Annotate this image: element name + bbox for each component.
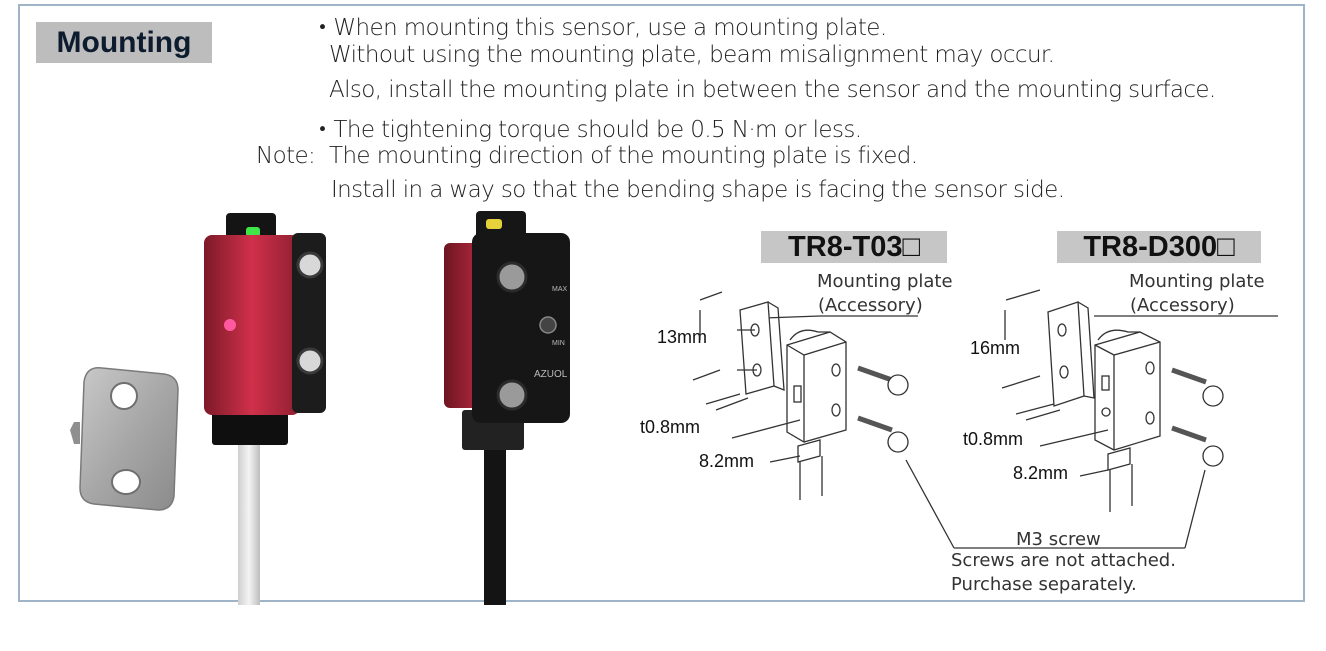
instruction-bullet-1-cont-1: Without using the mounting plate, beam m… [329, 42, 1055, 68]
sensor-photo-front [204, 213, 326, 605]
right-mounting-diagram [1001, 289, 1278, 512]
left-mounting-diagram [692, 291, 918, 500]
mounting-plate-photo [70, 367, 179, 511]
instruction-bullet-2: ・The tightening torque should be 0.5 N·m… [311, 117, 862, 143]
sensor-brand-label: AZUOL [534, 369, 568, 380]
sensor-photo-angled: MAX MIN AZUOL [444, 211, 570, 605]
left-dim-thickness: t0.8mm [640, 417, 701, 437]
instruction-bullet-1: ・When mounting this sensor, use a mounti… [311, 15, 887, 41]
right-plate-label-2: (Accessory) [1130, 295, 1235, 316]
screw-note-1: Screws are not attached. [951, 550, 1176, 571]
note-label: Note: [256, 143, 316, 169]
adjuster-max-label: MAX [552, 286, 568, 293]
screw-callout-lines [905, 459, 1206, 549]
right-plate-label-1: Mounting plate [1129, 271, 1265, 292]
screw-note-2: Purchase separately. [951, 574, 1137, 595]
right-dim-height: 16mm [970, 338, 1021, 358]
screw-label: M3 screw [1016, 529, 1101, 550]
adjuster-min-label: MIN [552, 340, 565, 347]
note-line-1: The mounting direction of the mounting p… [329, 143, 918, 169]
right-dim-width: 8.2mm [1013, 463, 1069, 483]
instruction-bullet-1-cont-2: Also, install the mounting plate in betw… [329, 77, 1216, 103]
model-badge-tr8-t03: TR8-T03□ [761, 231, 947, 263]
left-plate-label-1: Mounting plate [817, 271, 953, 292]
right-dim-thickness: t0.8mm [963, 429, 1024, 449]
note-line-2: Install in a way so that the bending sha… [331, 177, 1065, 203]
section-title: Mounting [36, 22, 212, 63]
left-dim-width: 8.2mm [699, 451, 755, 471]
left-dim-height: 13mm [657, 327, 708, 347]
left-plate-label-2: (Accessory) [818, 295, 923, 316]
model-badge-tr8-d300: TR8-D300□ [1057, 231, 1261, 263]
